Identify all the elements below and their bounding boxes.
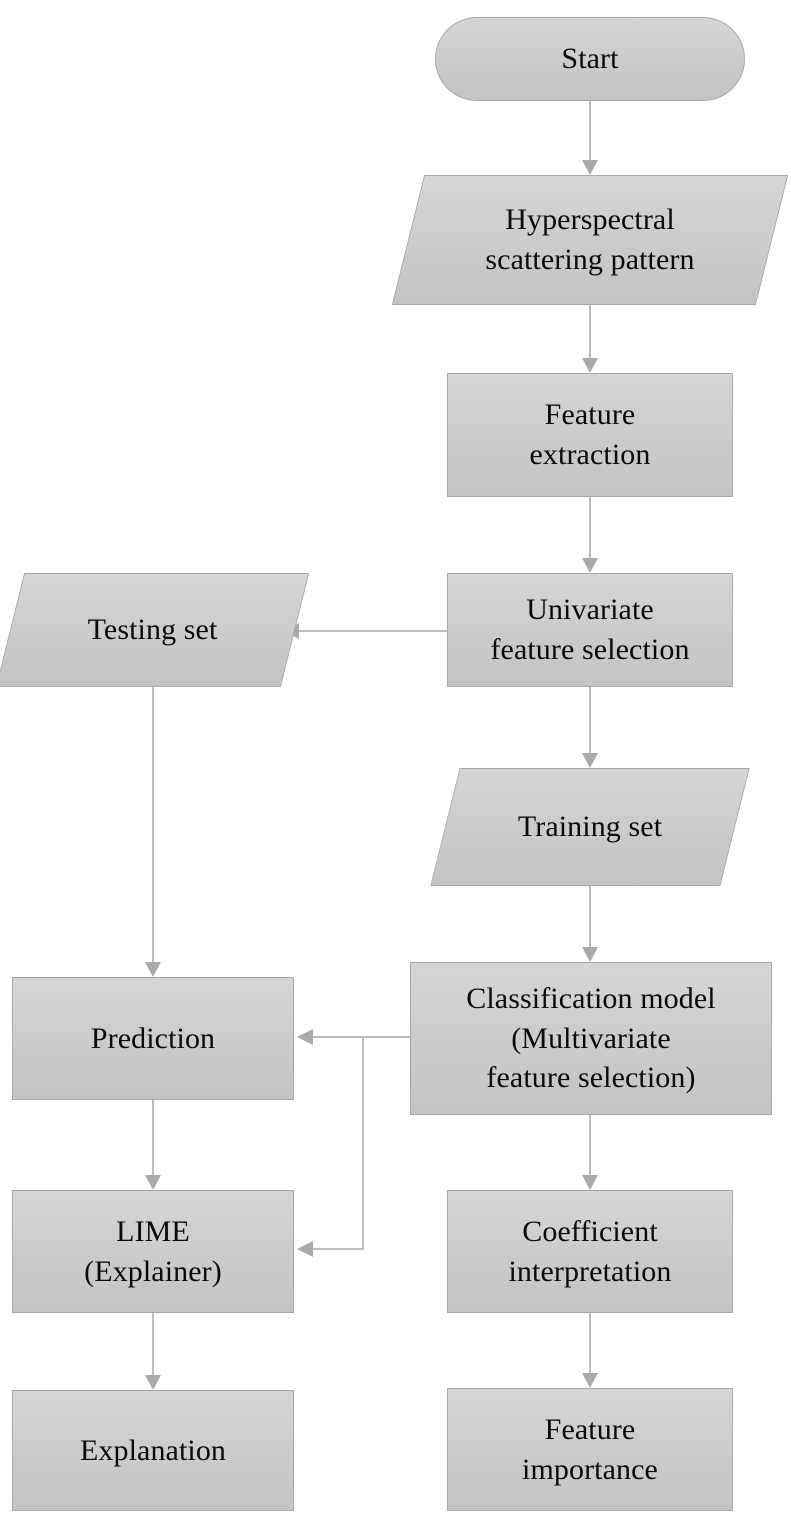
edge-feature-extraction-to-univariate [582, 497, 598, 573]
edge-prediction-to-lime [145, 1100, 161, 1190]
node-training-set[interactable]: Training set [430, 768, 750, 886]
edge-lime-to-explanation [145, 1313, 161, 1390]
label-line-1: LIME [116, 1214, 190, 1248]
edge-univariate-to-training-set [582, 687, 598, 768]
edge-hyperspectral-to-feature-extraction [582, 305, 598, 373]
edge-classification-model-to-lime [297, 1037, 364, 1257]
node-feature-extraction-label: Feature extraction [448, 395, 732, 474]
node-univariate-feature-selection-label: Univariate feature selection [448, 590, 732, 669]
label-line-2: (Explainer) [84, 1254, 222, 1288]
node-classification-model-label: Classification model (Multivariate featu… [411, 979, 771, 1098]
label-line-1: Coefficient [522, 1214, 658, 1248]
node-hyperspectral-scattering-pattern-label: Hyperspectral scattering pattern [408, 200, 772, 279]
label-line-2: importance [522, 1452, 658, 1486]
edge-coefficient-interpretation-to-feature-importance [582, 1313, 598, 1388]
node-coefficient-interpretation-label: Coefficient interpretation [448, 1212, 732, 1291]
label-line-1: Feature [544, 398, 636, 432]
edge-start-to-hyperspectral [582, 101, 598, 175]
edge-univariate-to-testing-set [283, 623, 447, 639]
node-prediction-label: Prediction [90, 1021, 216, 1055]
label-line-2: feature selection [490, 633, 690, 666]
node-training-set-label: Training set [517, 810, 663, 844]
node-testing-set[interactable]: Testing set [0, 573, 310, 687]
node-coefficient-interpretation[interactable]: Coefficient interpretation [447, 1190, 733, 1313]
node-feature-importance-label: Feature importance [448, 1410, 732, 1489]
node-lime-explainer[interactable]: LIME (Explainer) [12, 1190, 294, 1313]
label-line-2: scattering pattern [485, 243, 695, 276]
edge-classification-model-to-coefficient-interpretation [582, 1115, 598, 1190]
label-line-1: Univariate [526, 593, 654, 627]
edge-classification-model-to-prediction [297, 1029, 410, 1045]
label-line-2: (Multivariate [511, 1021, 671, 1055]
node-lime-explainer-label: LIME (Explainer) [13, 1212, 293, 1291]
node-hyperspectral-scattering-pattern[interactable]: Hyperspectral scattering pattern [391, 175, 789, 305]
label-line-1: Feature [544, 1412, 636, 1446]
node-feature-extraction[interactable]: Feature extraction [447, 373, 733, 497]
node-explanation-label: Explanation [79, 1433, 227, 1467]
edge-training-set-to-classification-model [582, 886, 598, 962]
node-prediction[interactable]: Prediction [12, 977, 294, 1100]
node-start[interactable]: Start [435, 17, 745, 101]
node-testing-set-label: Testing set [87, 613, 218, 647]
node-classification-model[interactable]: Classification model (Multivariate featu… [410, 962, 772, 1115]
label-line-2: interpretation [508, 1254, 672, 1288]
node-univariate-feature-selection[interactable]: Univariate feature selection [447, 573, 733, 687]
node-start-label: Start [561, 42, 619, 76]
node-feature-importance[interactable]: Feature importance [447, 1388, 733, 1511]
label-line-3: feature selection) [486, 1061, 696, 1095]
label-line-1: Hyperspectral [505, 203, 675, 237]
label-line-2: extraction [529, 438, 651, 471]
node-explanation[interactable]: Explanation [12, 1390, 294, 1511]
label-line-1: Classification model [466, 982, 716, 1016]
edge-testing-set-to-prediction [145, 687, 161, 977]
